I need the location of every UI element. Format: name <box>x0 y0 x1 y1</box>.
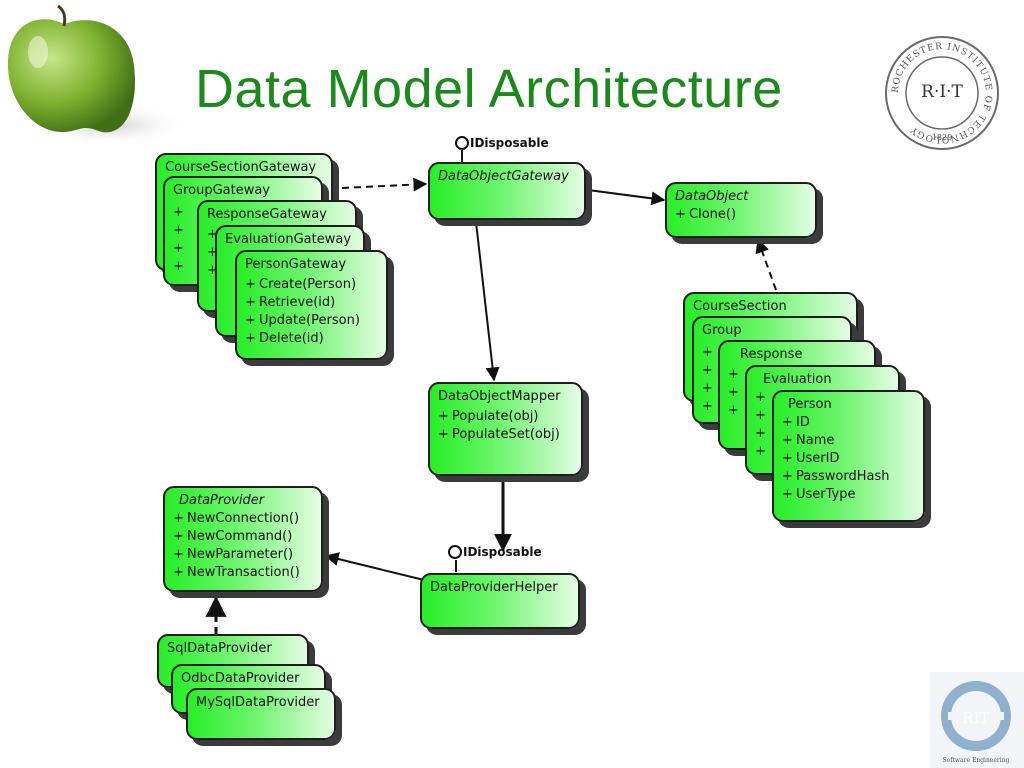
class-box-dataobjectmapper: DataObjectMapper +Populate(obj) +Populat… <box>428 382 583 476</box>
page-title: Data Model Architecture <box>195 59 783 119</box>
lollipop-icon <box>455 136 469 150</box>
entity-realization-line <box>755 238 777 291</box>
helper-to-provider-line <box>324 552 425 581</box>
gateway-realization-line <box>341 177 428 192</box>
apple-image <box>7 4 190 147</box>
class-box-dataprovider: DataProvider +NewConnection() +NewComman… <box>163 486 323 592</box>
class-box-person: Person +ID +Name +UserID +PasswordHash +… <box>772 390 925 522</box>
svg-text:1829: 1829 <box>932 133 952 142</box>
svg-text:R·I·T: R·I·T <box>921 82 963 102</box>
gateway-to-dataobject-line <box>587 189 666 206</box>
svg-text:RIT: RIT <box>962 709 989 727</box>
class-box-mysqldataprovider: MySqlDataProvider <box>186 688 336 740</box>
idisposable-label-top: IDisposable <box>455 136 549 150</box>
class-box-dataobjectgateway: DataObjectGateway <box>428 162 586 220</box>
rit-seal-logo: ROCHESTER INSTITUTE OF TECHNOLOGY R·I·T … <box>885 36 999 150</box>
software-engineering-logo: RIT Software Engineering <box>930 672 1024 768</box>
svg-text:Software Engineering: Software Engineering <box>943 757 1010 764</box>
lollipop-icon <box>448 545 462 559</box>
gateway-to-mapper-line <box>475 221 500 382</box>
class-box-dataproviderhelper: DataProviderHelper <box>420 573 580 629</box>
class-box-persongateway: PersonGateway +Create(Person) +Retrieve(… <box>235 250 388 360</box>
class-box-dataobject: DataObject +Clone() <box>665 182 817 238</box>
idisposable-label-bottom: IDisposable <box>448 545 542 559</box>
